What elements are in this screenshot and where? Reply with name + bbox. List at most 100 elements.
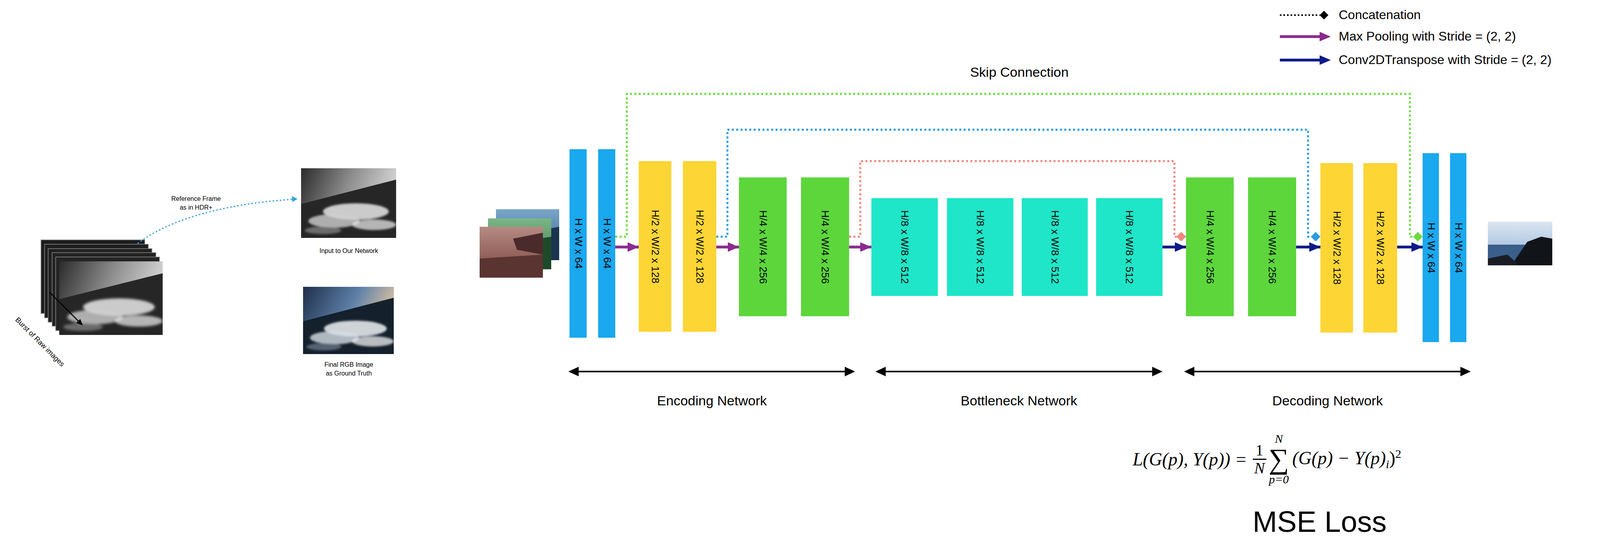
skip-connection <box>615 93 1423 237</box>
layer-block: H/4 x W/4 x 256 <box>738 177 787 317</box>
layer-block: H/4 x W/4 x 256 <box>1185 177 1234 317</box>
section-label-box: Decoding Network <box>1272 391 1383 411</box>
image-caption: Final RGB Image as Ground Truth <box>322 360 376 379</box>
stride-arrow <box>716 245 739 249</box>
burst-front-frame <box>59 261 163 335</box>
layer-block: H/8 x W/8 x 512 <box>946 198 1014 296</box>
loss-formula: L(G(p), Y(p)) =1NN∑p=0(G(p) − Y(p)i)2 <box>1132 432 1402 486</box>
burst-arrowhead <box>76 318 83 326</box>
layer-shape-label: H/4 x W/4 x 256 <box>756 209 769 284</box>
legend-sample <box>1279 35 1322 39</box>
image-caption-box: Final RGB Image as Ground Truth <box>322 360 376 379</box>
bracket-head <box>875 366 886 377</box>
stride-arrow <box>615 245 639 249</box>
sum-lower-limit: p=0 <box>1268 473 1289 486</box>
layer-shape-label: H x W x 64 <box>600 217 613 269</box>
formula-term: ) <box>1389 447 1396 469</box>
layer-shape-label: H/4 x W/4 x 256 <box>1266 209 1279 284</box>
layer-block: H x W x 64 <box>598 149 616 338</box>
burst-arrow <box>49 292 79 322</box>
loss-title-box: MSE Loss <box>1252 507 1387 537</box>
reference-note: Reference Frame as in HDR+ <box>169 194 223 213</box>
image-caption: Input to Our Network <box>319 246 379 256</box>
formula-sum: N∑p=0 <box>1268 432 1289 486</box>
bracket-head <box>1460 366 1471 377</box>
layer-shape-label: H x W x 64 <box>572 217 585 269</box>
bracket-head <box>1183 366 1195 377</box>
skip-connection-label-box: Skip Connection <box>970 62 1069 82</box>
layer-block: H x W x 64 <box>569 149 587 338</box>
formula-term: i <box>1386 457 1390 471</box>
formula-denominator: N <box>1254 459 1266 477</box>
section-label-box: Bottleneck Network <box>960 391 1078 411</box>
layer-shape-label: H/4 x W/4 x 256 <box>1203 209 1216 284</box>
layer-block: H/4 x W/4 x 256 <box>1248 177 1297 317</box>
sum-upper-limit: N <box>1275 432 1284 445</box>
layer-block: H/8 x W/8 x 512 <box>1096 198 1163 296</box>
layer-shape-label: H/4 x W/4 x 256 <box>819 209 832 284</box>
reference-arrowhead <box>291 196 298 203</box>
layer-block: H/8 x W/8 x 512 <box>1021 198 1088 296</box>
stride-arrow <box>849 245 872 249</box>
legend-sample <box>1279 14 1320 16</box>
legend-sample <box>1279 58 1322 62</box>
reference-note-box: Reference Frame as in HDR+ <box>169 194 223 213</box>
burst-label-box: Burst of Raw images <box>12 314 67 369</box>
legend-sample <box>1319 10 1329 20</box>
layer-shape-label: H/8 x W/8 x 512 <box>974 210 987 284</box>
formula-numerator: 1 <box>1255 441 1264 459</box>
section-bracket <box>576 370 847 373</box>
section-label: Decoding Network <box>1272 391 1383 411</box>
legend-sample <box>1319 55 1331 65</box>
layer-block: H x W x 64 <box>1422 153 1439 343</box>
section-bracket <box>1192 370 1463 373</box>
reference-photo <box>301 168 397 238</box>
bracket-head <box>568 366 579 377</box>
burst-label: Burst of Raw images <box>12 314 67 369</box>
section-label-box: Encoding Network <box>657 391 767 411</box>
photo-rock <box>1487 254 1520 266</box>
formula-fraction: 1N <box>1252 441 1267 477</box>
legend-text: Max Pooling with Stride = (2, 2) <box>1338 28 1517 45</box>
skip-connection-label: Skip Connection <box>970 62 1069 82</box>
stride-arrow <box>1296 245 1321 249</box>
legend-text: Conv2DTranspose with Stride = (2, 2) <box>1338 51 1552 69</box>
photo-shape <box>479 254 543 278</box>
section-label: Encoding Network <box>657 391 767 411</box>
stride-arrow <box>1397 245 1423 249</box>
layer-shape-label: H x W x 64 <box>1425 222 1437 273</box>
input-channel-photo <box>479 226 543 278</box>
layer-shape-label: H/2 x W/2 x 128 <box>693 209 706 284</box>
layer-block: H/2 x W/2 x 128 <box>682 161 717 332</box>
photo-rock <box>1511 236 1553 266</box>
layer-block: H/8 x W/8 x 512 <box>871 198 938 296</box>
image-caption-box: Input to Our Network <box>319 246 379 256</box>
stride-arrow <box>1162 245 1186 249</box>
legend-entry: Max Pooling with Stride = (2, 2) <box>1338 28 1517 45</box>
legend-sample <box>1319 31 1331 42</box>
layer-shape-label: H/8 x W/8 x 512 <box>1048 210 1061 284</box>
section-bracket <box>883 370 1155 373</box>
formula-term: 2 <box>1395 447 1402 461</box>
loss-title: MSE Loss <box>1252 507 1387 537</box>
layer-block: H/2 x W/2 x 128 <box>1363 163 1398 333</box>
layer-shape-label: H/2 x W/2 x 128 <box>1330 211 1343 285</box>
layer-shape-label: H/2 x W/2 x 128 <box>649 209 661 284</box>
layer-block: H/4 x W/4 x 256 <box>800 177 850 317</box>
photo-rock <box>513 232 543 255</box>
legend-entry: Concatenation <box>1338 6 1421 24</box>
section-label: Bottleneck Network <box>960 391 1078 411</box>
layer-block: H x W x 64 <box>1450 153 1467 343</box>
layer-shape-label: H x W x 64 <box>1452 222 1465 273</box>
sum-symbol: ∑ <box>1268 444 1289 474</box>
reference-arrow <box>137 199 293 244</box>
layer-shape-label: H/8 x W/8 x 512 <box>898 210 911 284</box>
legend-text: Concatenation <box>1338 6 1421 24</box>
bracket-head <box>1152 366 1163 377</box>
bracket-head <box>844 366 856 377</box>
legend-entry: Conv2DTranspose with Stride = (2, 2) <box>1338 51 1552 69</box>
layer-shape-label: H/8 x W/8 x 512 <box>1123 210 1136 284</box>
output-photo <box>1487 221 1553 266</box>
layer-block: H/2 x W/2 x 128 <box>638 161 672 332</box>
layer-shape-label: H/2 x W/2 x 128 <box>1374 211 1387 285</box>
